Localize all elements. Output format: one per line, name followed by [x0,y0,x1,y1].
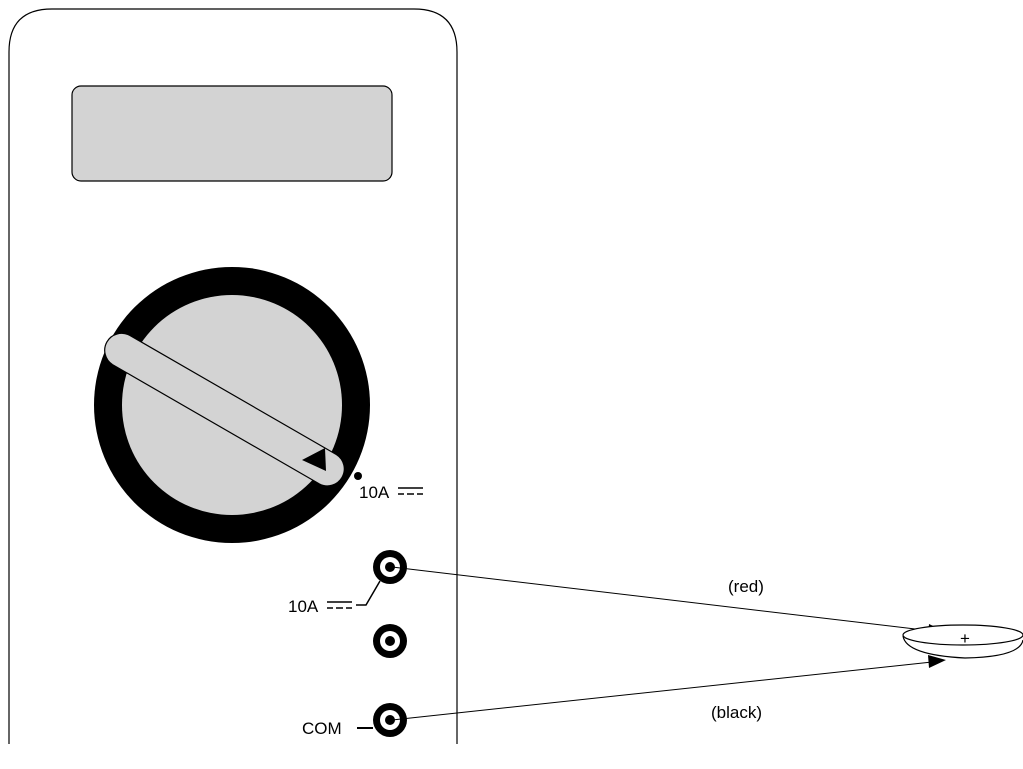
red-test-lead [391,566,933,632]
pointer-arrow-icon [302,448,326,471]
black-lead-arrow-icon [928,655,946,668]
lcd-display [71,85,393,182]
selector-position-dot [354,472,362,480]
jack-10a[interactable] [373,550,407,584]
battery-plus-label: + [960,629,970,648]
jack-com-label: COM [302,719,342,738]
battery-top [902,624,1023,646]
dc-symbol-icon [398,487,423,495]
jack-10a-leader [356,580,381,606]
jack-com[interactable] [373,703,407,737]
jack-middle[interactable] [373,624,407,658]
red-lead-label: (red) [728,577,764,596]
dial-pointer-knob[interactable] [104,332,345,487]
black-lead-label: (black) [711,703,762,722]
battery-side [902,635,1023,659]
black-test-lead [391,661,933,721]
dc-symbol-icon [327,601,352,609]
selector-dial[interactable] [94,267,370,543]
selector-position-label: 10A [359,483,390,502]
coin-battery: + [902,624,1023,659]
jack-10a-label: 10A [288,597,319,616]
